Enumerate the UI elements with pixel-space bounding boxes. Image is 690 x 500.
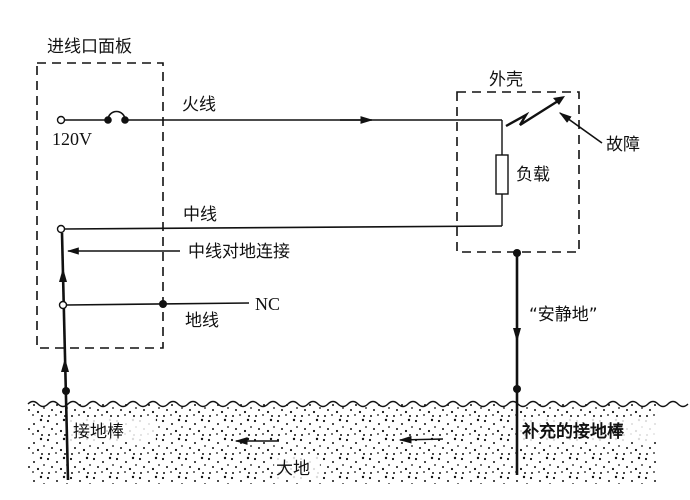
service-panel-box	[36, 62, 164, 349]
voltage-label: 120V	[52, 129, 92, 149]
neutral-wire-label: 中线	[183, 205, 217, 225]
enclosure-box	[456, 91, 580, 253]
quiet-ground-label: “安静地”	[529, 305, 598, 325]
ground-terminal	[58, 300, 68, 310]
panel-title: 进线口面板	[47, 37, 132, 57]
earth-label: 大地	[276, 459, 310, 479]
neutral-terminal	[56, 224, 66, 234]
enclosure-label: 外壳	[489, 70, 523, 90]
supplementary-ground-rod-label: 补充的接地棒	[521, 421, 625, 442]
neutral-wire	[63, 225, 503, 230]
fault-label: 故障	[606, 135, 640, 155]
ground-wire	[66, 302, 250, 306]
fault-spark-icon	[505, 99, 559, 128]
ground-wire-label: 地线	[185, 311, 219, 331]
load-resistor	[495, 154, 509, 195]
ground-rod-label: 接地棒	[73, 422, 124, 442]
hot-terminal	[56, 115, 66, 125]
nc-label: NC	[255, 294, 280, 314]
hot-wire-label: 火线	[182, 95, 216, 115]
load-label: 负载	[516, 165, 550, 185]
earth-soil	[27, 400, 689, 484]
earth-current-arrow	[398, 435, 444, 444]
neutral-ground-bond-label: 中线对地连接	[188, 242, 290, 262]
